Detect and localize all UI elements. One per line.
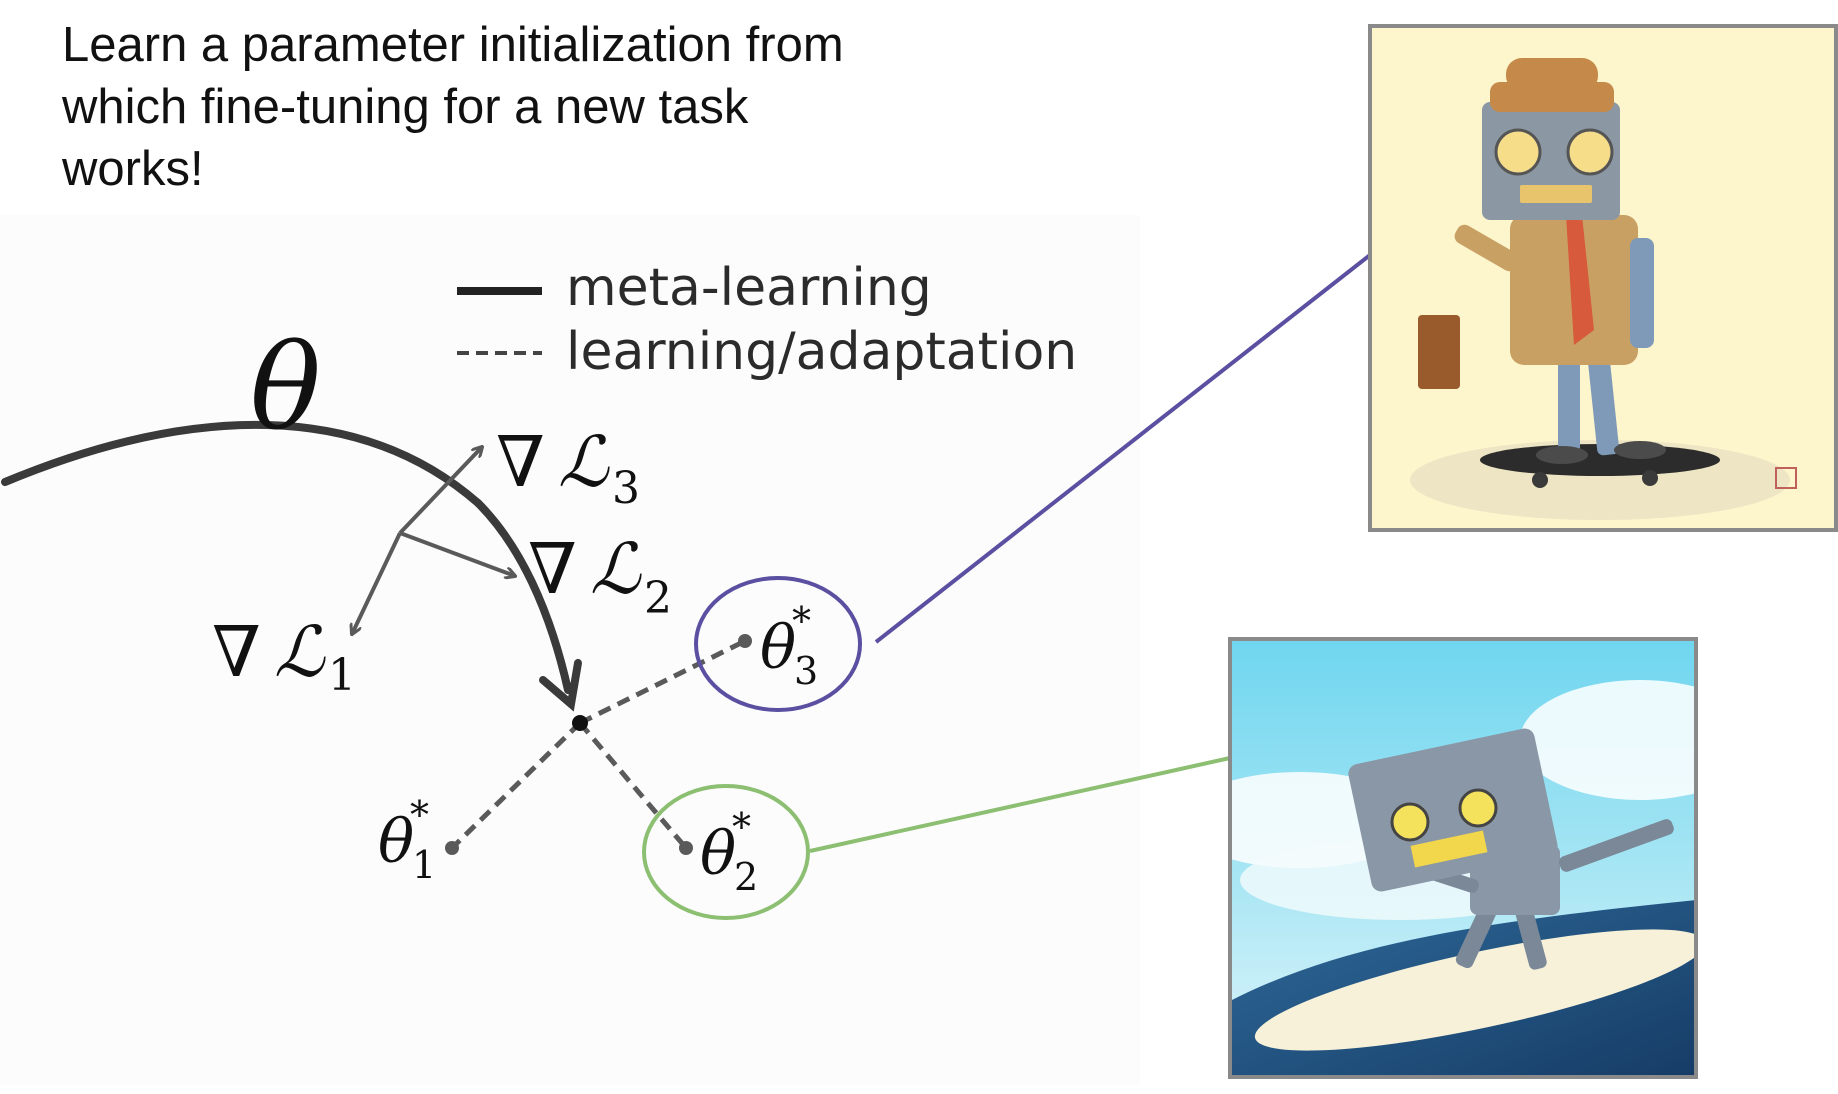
theta-star-2-point — [679, 841, 693, 855]
theta-star-1-point — [445, 841, 459, 855]
grad-loss-2-label: ∇ ℒ 2 — [528, 528, 672, 624]
caption-line-3: works! — [62, 142, 204, 196]
theta-star-2-label: θ * 2 — [700, 805, 758, 899]
theta-label: θ — [250, 318, 321, 456]
meta-parameter-point — [572, 715, 588, 731]
subscript-2: 2 — [734, 855, 758, 899]
nabla-1: ∇ — [212, 611, 261, 693]
star-1: * — [410, 793, 429, 837]
bottom-task-image — [1228, 637, 1698, 1079]
figure-background — [0, 215, 1140, 1085]
theta-1: θ — [378, 807, 414, 877]
meta-learning-path-tail — [474, 499, 572, 694]
adaptation-line-3 — [578, 638, 747, 726]
adaptation-line-1 — [450, 721, 582, 850]
caption: Learn a parameter initialization from wh… — [62, 14, 962, 200]
task-3-circle — [694, 576, 862, 712]
nabla-3: ∇ — [496, 421, 545, 503]
loss-symbol-2: ℒ — [590, 528, 642, 610]
legend-meta-learning-label: meta-learning — [566, 258, 932, 318]
meta-learning-path — [1, 420, 482, 507]
caption-line-1: Learn a parameter initialization from — [62, 18, 844, 72]
theta-star-3-label: θ * 3 — [760, 599, 818, 693]
theta-star-3-point — [738, 634, 752, 648]
loss-symbol-3: ℒ — [558, 421, 610, 503]
star-2: * — [732, 805, 751, 849]
task-2-connector — [809, 756, 1231, 853]
theta-3: θ — [760, 613, 796, 683]
task-3-connector — [874, 253, 1372, 644]
caption-line-2: which fine-tuning for a new task — [62, 80, 749, 134]
meta-learning-arrowhead — [539, 659, 582, 712]
gradient-arrow-3 — [398, 447, 482, 535]
grad-loss-3-label: ∇ ℒ 3 — [496, 421, 640, 514]
nabla-2: ∇ — [528, 528, 577, 610]
adaptation-line-2 — [578, 721, 688, 850]
theta-star-1-label: θ * 1 — [378, 793, 436, 887]
loss-subscript-3: 3 — [612, 463, 640, 514]
task-2-circle — [642, 784, 810, 920]
subscript-1: 1 — [412, 843, 436, 887]
loss-subscript-1: 1 — [328, 650, 356, 701]
gradient-arrow-1 — [352, 532, 402, 634]
loss-symbol-1: ℒ — [274, 611, 326, 693]
theta-2: θ — [700, 819, 736, 889]
legend: meta-learning learning/adaptation — [457, 258, 1077, 382]
subscript-3: 3 — [794, 649, 818, 693]
legend-learning-adaptation-label: learning/adaptation — [566, 322, 1077, 382]
grad-loss-1-label: ∇ ℒ 1 — [212, 611, 356, 701]
star-3: * — [792, 599, 811, 643]
gradient-arrow-2 — [399, 531, 515, 576]
loss-subscript-2: 2 — [644, 573, 672, 624]
top-task-image — [1368, 24, 1838, 532]
